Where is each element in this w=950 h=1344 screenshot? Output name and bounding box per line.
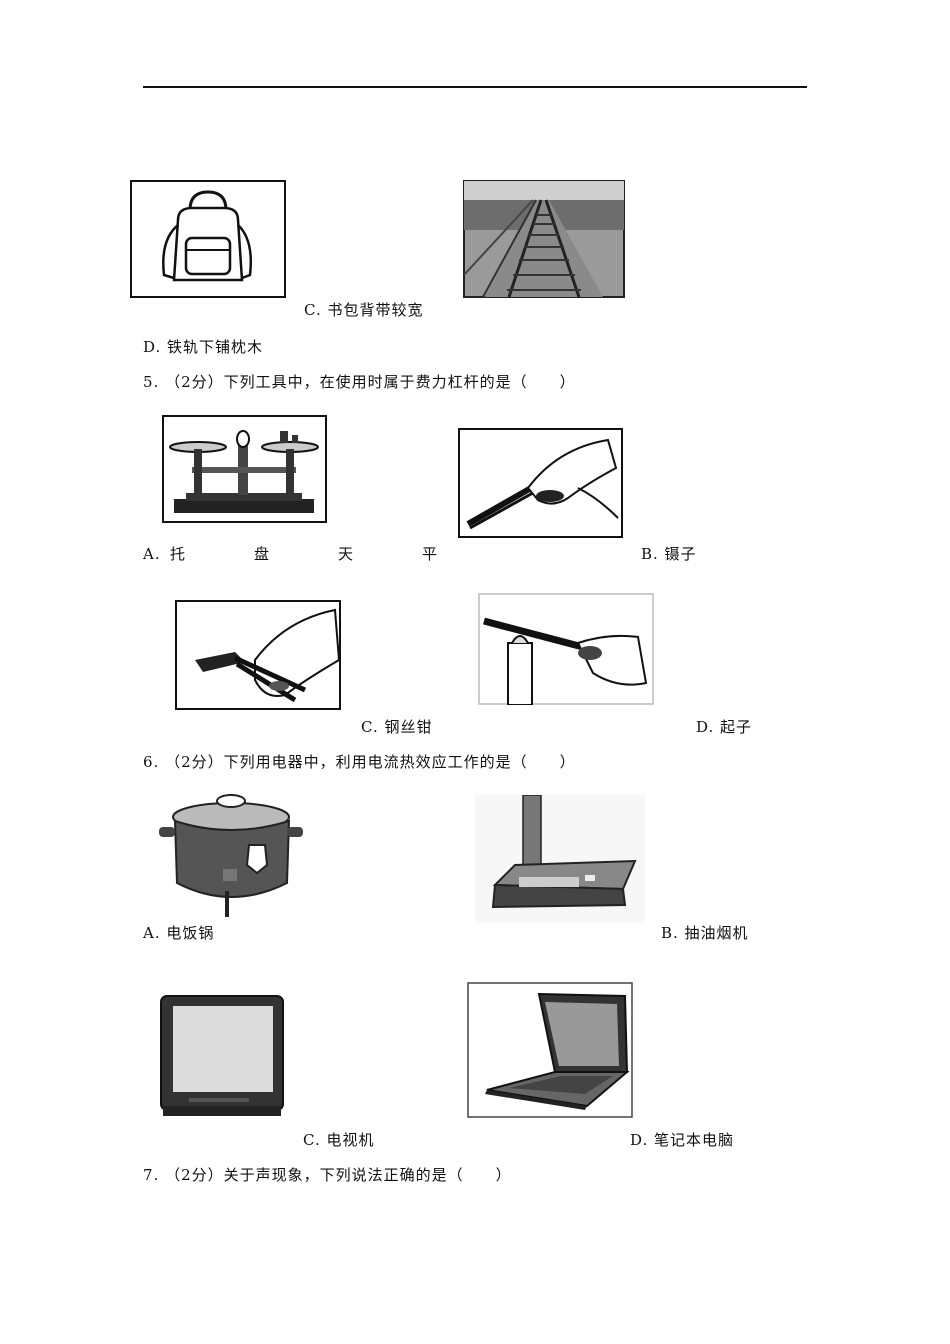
q5-option-b: B. 镊子 — [641, 545, 697, 563]
q5-option-d: D. 起子 — [696, 718, 753, 736]
bottle-opener-image — [478, 593, 654, 705]
q5-option-a-char-2: 盘 — [253, 545, 270, 563]
television-image — [159, 994, 285, 1122]
balance-scale-image — [162, 415, 327, 523]
range-hood-image — [475, 795, 645, 923]
header-rule — [143, 86, 807, 88]
q5-stem: 5. （2分）下列工具中，在使用时属于费力杠杆的是（ ） — [143, 373, 576, 391]
q4-option-d: D. 铁轨下铺枕木 — [143, 338, 264, 356]
q5-option-a: A. — [143, 544, 443, 564]
q4-option-c: C. 书包背带较宽 — [304, 301, 424, 319]
laptop-image — [467, 982, 633, 1118]
q5-option-a-letter: A. — [143, 545, 161, 563]
q5-option-a-chars: 托 盘 天 平 — [170, 544, 438, 564]
q6-option-a: A. 电饭锅 — [143, 924, 215, 942]
backpack-image — [130, 180, 286, 298]
railway-image — [463, 180, 625, 298]
q5-option-c: C. 钢丝钳 — [361, 718, 433, 736]
q5-option-a-char-3: 天 — [337, 545, 354, 563]
q6-option-b: B. 抽油烟机 — [661, 924, 749, 942]
pliers-image — [175, 600, 341, 710]
q6-option-c: C. 电视机 — [303, 1131, 375, 1149]
q6-option-d: D. 笔记本电脑 — [630, 1131, 735, 1149]
q5-option-a-char-4: 平 — [421, 545, 438, 563]
q6-stem: 6. （2分）下列用电器中，利用电流热效应工作的是（ ） — [143, 753, 576, 771]
q7-stem: 7. （2分）关于声现象，下列说法正确的是（ ） — [143, 1166, 512, 1184]
rice-cooker-image — [157, 787, 307, 919]
tweezers-image — [458, 428, 623, 538]
q5-option-a-char-1: 托 — [170, 545, 187, 563]
